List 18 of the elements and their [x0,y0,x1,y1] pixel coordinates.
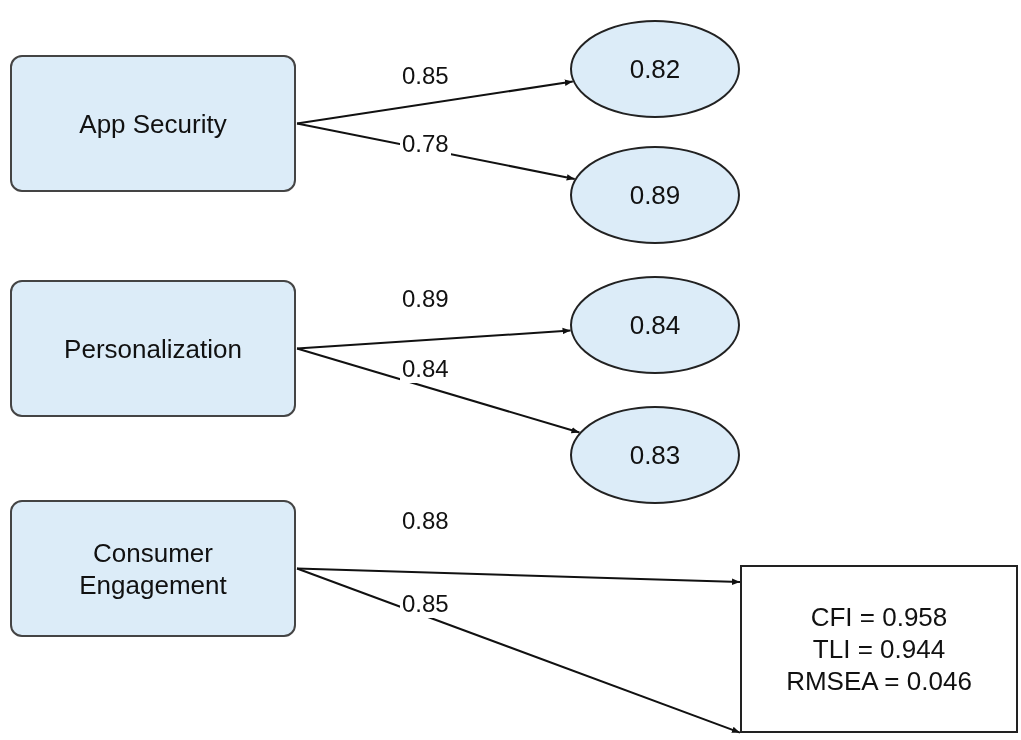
node-text: 0.89 [628,179,682,211]
arrow [296,567,741,734]
node-text: 0.82 [628,53,682,85]
arrow [296,347,581,434]
node-text: 0.83 [628,439,682,471]
node-text: TLI = 0.944 [811,633,947,665]
construct-box [10,500,296,637]
node-text: CFI = 0.958 [809,601,949,633]
construct-box [10,55,296,192]
construct-box [10,280,296,417]
node-text: Consumer Engagement [78,536,228,601]
fit-indices-box [740,565,1018,733]
arrow [296,327,572,350]
node-text: Personalization [63,332,243,365]
arrow [296,79,574,125]
node-text: RMSEA = 0.046 [785,665,973,697]
node-text: App Security [78,107,228,140]
node-text: 0.84 [628,309,682,341]
